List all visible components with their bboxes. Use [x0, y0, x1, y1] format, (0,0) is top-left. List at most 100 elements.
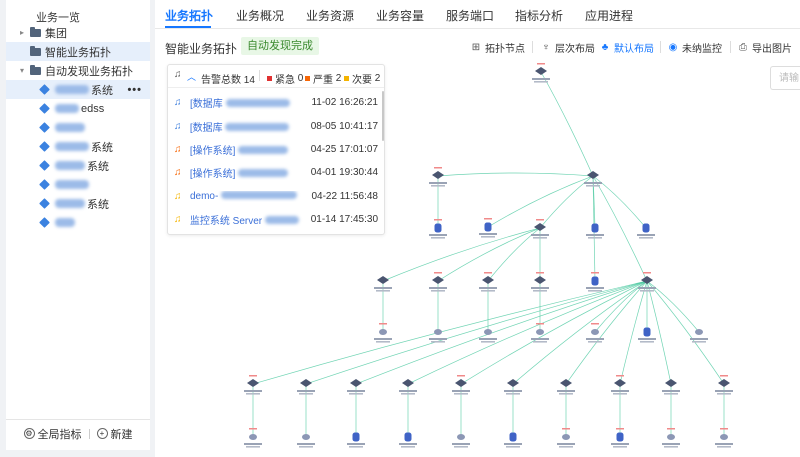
database-node-icon[interactable]	[637, 224, 655, 239]
database-node-icon[interactable]	[504, 433, 522, 448]
service-cube-icon	[39, 122, 50, 133]
tree-child-item[interactable]: edss	[6, 99, 150, 118]
alarm-text: [数据库	[190, 123, 223, 134]
folder-icon	[30, 29, 41, 37]
switch-node-icon[interactable]	[715, 375, 733, 395]
tree-child-item[interactable]: 系统	[6, 156, 150, 175]
database-node-icon[interactable]	[347, 433, 365, 448]
switch-node-icon[interactable]	[532, 63, 550, 83]
database-node-icon[interactable]	[399, 433, 417, 448]
redacted-text	[55, 142, 89, 151]
alarm-row[interactable]: ♫ 监控系统 Server 01-14 17:45:30	[168, 208, 378, 231]
header-divider	[259, 70, 260, 81]
monitor-icon: ◉	[668, 43, 678, 53]
tree-child-item[interactable]	[6, 175, 150, 194]
switch-node-icon[interactable]	[611, 375, 629, 395]
tree-child-label: 系统	[87, 196, 109, 212]
bell-icon: ♫	[174, 70, 183, 79]
collapse-arrow-icon[interactable]: ▾	[16, 66, 28, 75]
bell-icon: ♫	[174, 215, 184, 225]
redacted-text	[238, 146, 288, 154]
alarm-row[interactable]: ♫ demo- 04-22 11:56:48	[168, 185, 378, 208]
hierarchy-layout-button[interactable]: ♆层次布局	[541, 40, 595, 55]
switch-node-icon[interactable]	[244, 375, 262, 395]
alarm-row[interactable]: ♫ [数据库 08-05 10:41:17	[168, 115, 378, 138]
service-cube-icon	[39, 217, 50, 228]
database-node-icon[interactable]	[638, 328, 656, 343]
topology-edge	[253, 281, 647, 384]
new-button[interactable]: + 新建	[97, 426, 133, 442]
bell-icon: ♫	[174, 145, 184, 155]
alarm-scrollbar[interactable]	[382, 91, 384, 141]
topology-nodes-button[interactable]: ⊞拓扑节点	[471, 40, 525, 55]
database-node-icon[interactable]	[479, 218, 497, 238]
tree-item-smart-topology[interactable]: 智能业务拓扑	[6, 42, 150, 61]
tree-child-item[interactable]: 系统 •••	[6, 80, 150, 99]
host-node-icon[interactable]	[586, 323, 604, 343]
redacted-text	[55, 85, 89, 94]
settings-icon: ⚙	[24, 428, 35, 439]
redacted-text	[55, 180, 89, 189]
alarm-message: 监控系统 Server	[190, 212, 305, 227]
host-node-icon[interactable]	[297, 434, 315, 448]
redacted-text	[55, 199, 85, 208]
main-panel: 业务拓扑 业务概况 业务资源 业务容量 服务端口 指标分析 应用进程 智能业务拓…	[155, 0, 800, 457]
redacted-text	[265, 216, 299, 224]
global-metrics-button[interactable]: ⚙ 全局指标	[24, 426, 82, 442]
bell-icon: ♫	[174, 192, 184, 202]
tool-label: 默认布局	[614, 40, 654, 55]
alarm-message: demo-	[190, 191, 306, 202]
host-node-icon[interactable]	[690, 329, 708, 343]
search-input[interactable]: 请输	[770, 66, 800, 90]
default-layout-button[interactable]: ♣默认布局	[600, 40, 654, 55]
level-critical[interactable]: 严重 2	[305, 71, 341, 86]
topology-edge	[593, 176, 647, 281]
switch-node-icon[interactable]	[479, 272, 497, 292]
redacted-text	[55, 104, 79, 113]
export-image-button[interactable]: ⎙导出图片	[738, 40, 792, 55]
tree-child-label: 系统	[91, 139, 113, 155]
switch-node-icon[interactable]	[429, 272, 447, 292]
switch-node-icon[interactable]	[429, 167, 447, 187]
switch-node-icon[interactable]	[452, 375, 470, 395]
level-urgent[interactable]: 紧急 0	[267, 71, 303, 86]
redacted-text	[221, 191, 297, 199]
alarm-time: 01-14 17:45:30	[311, 214, 378, 225]
toolbar-divider	[532, 41, 533, 53]
bell-icon: ♫	[174, 98, 184, 108]
unmonitored-button[interactable]: ◉未纳监控	[668, 40, 722, 55]
database-node-icon[interactable]	[586, 224, 604, 239]
alarm-row[interactable]: ♫ [操作系统] 04-01 19:30:44	[168, 161, 378, 184]
tree-item-auto-topology[interactable]: ▾ 自动发现业务拓扑	[6, 61, 150, 80]
alarm-row[interactable]: ♫ [数据库 11-02 16:26:21	[168, 91, 378, 114]
bell-icon: ♫	[174, 122, 184, 132]
alarm-message: [操作系统]	[190, 165, 305, 180]
host-node-icon[interactable]	[452, 434, 470, 448]
switch-node-icon[interactable]	[638, 272, 656, 292]
expand-arrow-icon[interactable]: ▸	[16, 28, 28, 37]
alarm-row[interactable]: ♫ [操作系统] 04-25 17:01:07	[168, 138, 378, 161]
switch-node-icon[interactable]	[531, 219, 549, 239]
export-icon: ⎙	[738, 43, 748, 53]
service-cube-icon	[39, 160, 50, 171]
tree-child-item[interactable]	[6, 213, 150, 232]
tree-item-label: 集团	[45, 25, 67, 41]
tree-child-item[interactable]	[6, 118, 150, 137]
chevron-up-icon[interactable]: ︿	[187, 70, 196, 83]
tree-item-group[interactable]: ▸ 集团	[6, 23, 150, 42]
host-node-icon[interactable]	[479, 329, 497, 343]
alarm-time: 04-01 19:30:44	[311, 167, 378, 178]
alarm-text: demo-	[190, 191, 218, 202]
tree-child-item[interactable]: 系统	[6, 137, 150, 156]
tree-child-label: 系统	[91, 82, 113, 98]
alarm-message: [数据库	[190, 119, 305, 134]
topology-edge	[408, 281, 647, 384]
level-count: 2	[375, 73, 381, 84]
tree-child-item[interactable]: 系统	[6, 194, 150, 213]
sidebar-footer: ⚙ 全局指标 + 新建	[6, 419, 150, 447]
alarm-text: 监控系统 Server	[190, 216, 262, 227]
tree-child-label: 系统	[87, 158, 109, 174]
level-minor[interactable]: 次要 2	[344, 71, 380, 86]
alarm-time: 04-22 11:56:48	[311, 191, 378, 202]
more-actions-button[interactable]: •••	[127, 84, 142, 96]
